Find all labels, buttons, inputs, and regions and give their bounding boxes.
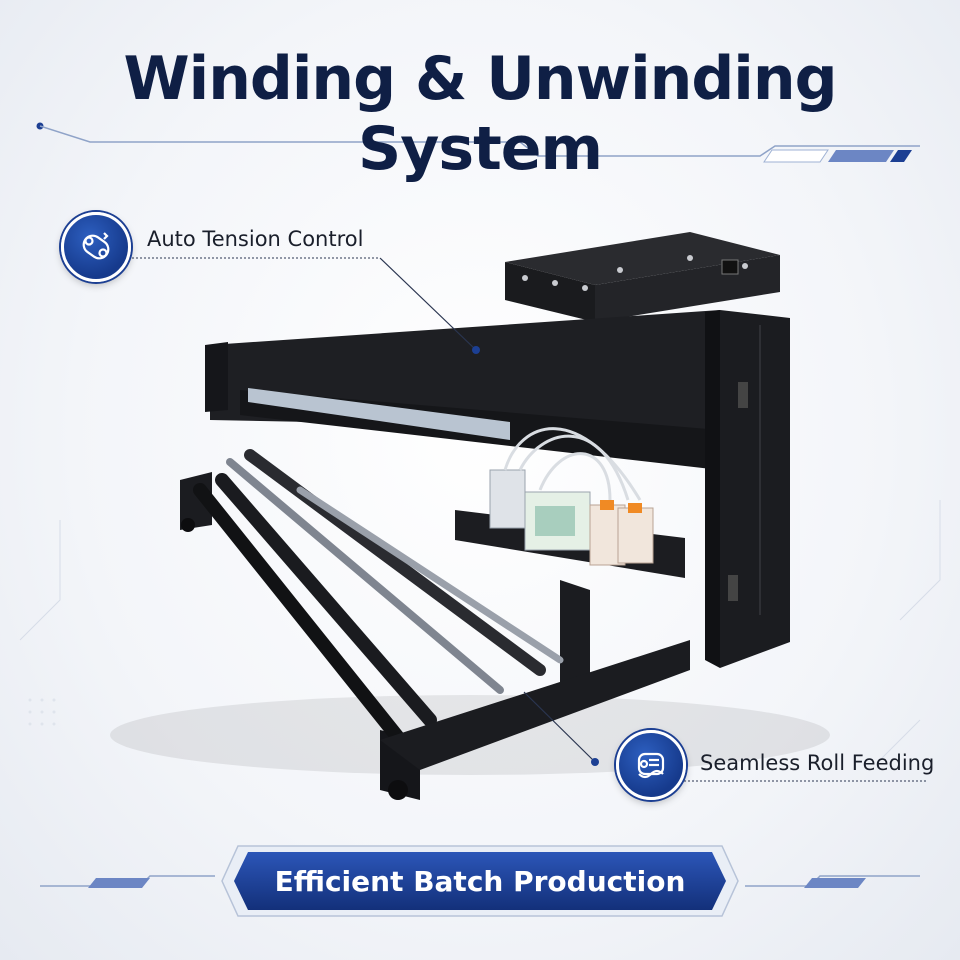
page-title: Winding & Unwinding System [123, 44, 837, 184]
roll-feeding-label: Seamless Roll Feeding [700, 751, 935, 775]
tension-belt-icon [82, 232, 110, 260]
auto-tension-label: Auto Tension Control [147, 227, 364, 251]
banner-background [221, 845, 739, 917]
auto-tension-badge [61, 212, 131, 282]
efficient-batch-banner: Efficient Batch Production [232, 848, 728, 914]
roll-feeding-badge [616, 730, 686, 800]
paper-roll-icon [637, 752, 665, 779]
banner-label: Efficient Batch Production [274, 864, 686, 898]
